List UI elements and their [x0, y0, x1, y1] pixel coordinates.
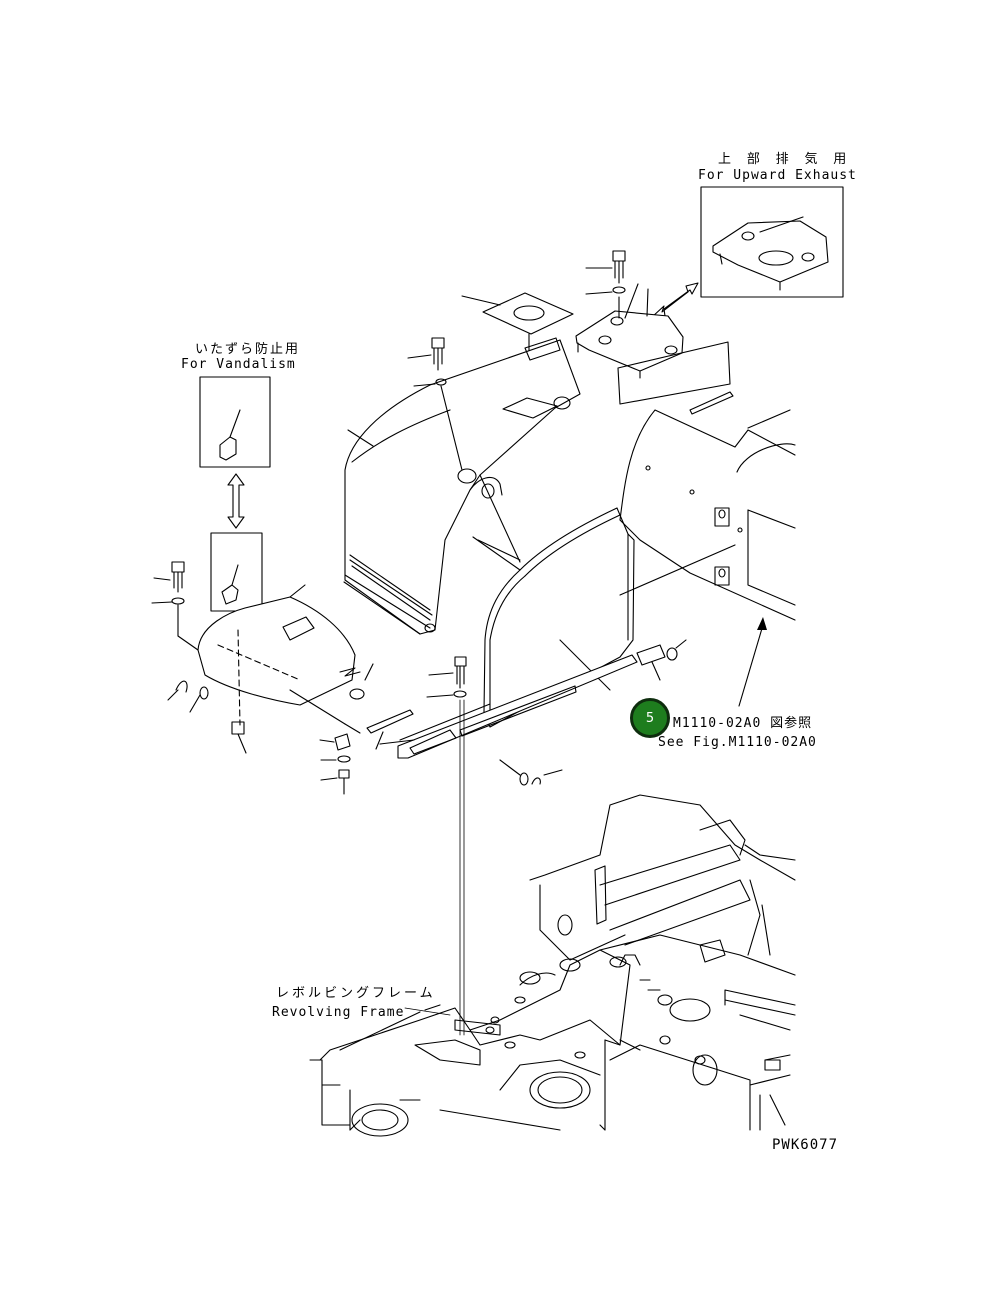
upward-exhaust-inset [700, 186, 844, 298]
vandalism-inset [199, 376, 271, 612]
rear-plate [617, 341, 734, 415]
revolving-frame-label-jp: レボルビングフレーム [276, 986, 436, 1001]
lower-rail [379, 654, 638, 759]
upward-exhaust-label-jp: 上 部 排 気 用 [718, 152, 851, 167]
exhaust-cover [575, 250, 684, 379]
pin-washer [499, 759, 563, 786]
side-bolt [636, 639, 687, 681]
revolving-frame-label: Revolving Frame [272, 1005, 405, 1020]
drawing-number: PWK6077 [772, 1137, 839, 1153]
reference-panel [619, 409, 796, 707]
vandalism-label-jp: いたずら防止用 [195, 342, 301, 357]
left-cover [151, 561, 374, 754]
reference-label-jp: M1110-02A0 図参照 [673, 716, 813, 731]
gasket-plate [461, 292, 574, 397]
callout-marker-5[interactable]: 5 [630, 698, 670, 738]
upward-exhaust-label: For Upward Exhaust [698, 168, 857, 183]
revolving-frame [309, 794, 796, 1137]
door-bolt [426, 656, 467, 1036]
hood-bolt [407, 337, 463, 471]
side-door [472, 507, 635, 728]
small-fasteners [289, 689, 414, 795]
exhaust-double-arrow [651, 282, 699, 318]
vandalism-label: For Vandalism [181, 357, 296, 372]
engine-hood [343, 337, 581, 635]
reference-label: See Fig.M1110-02A0 [658, 735, 817, 750]
